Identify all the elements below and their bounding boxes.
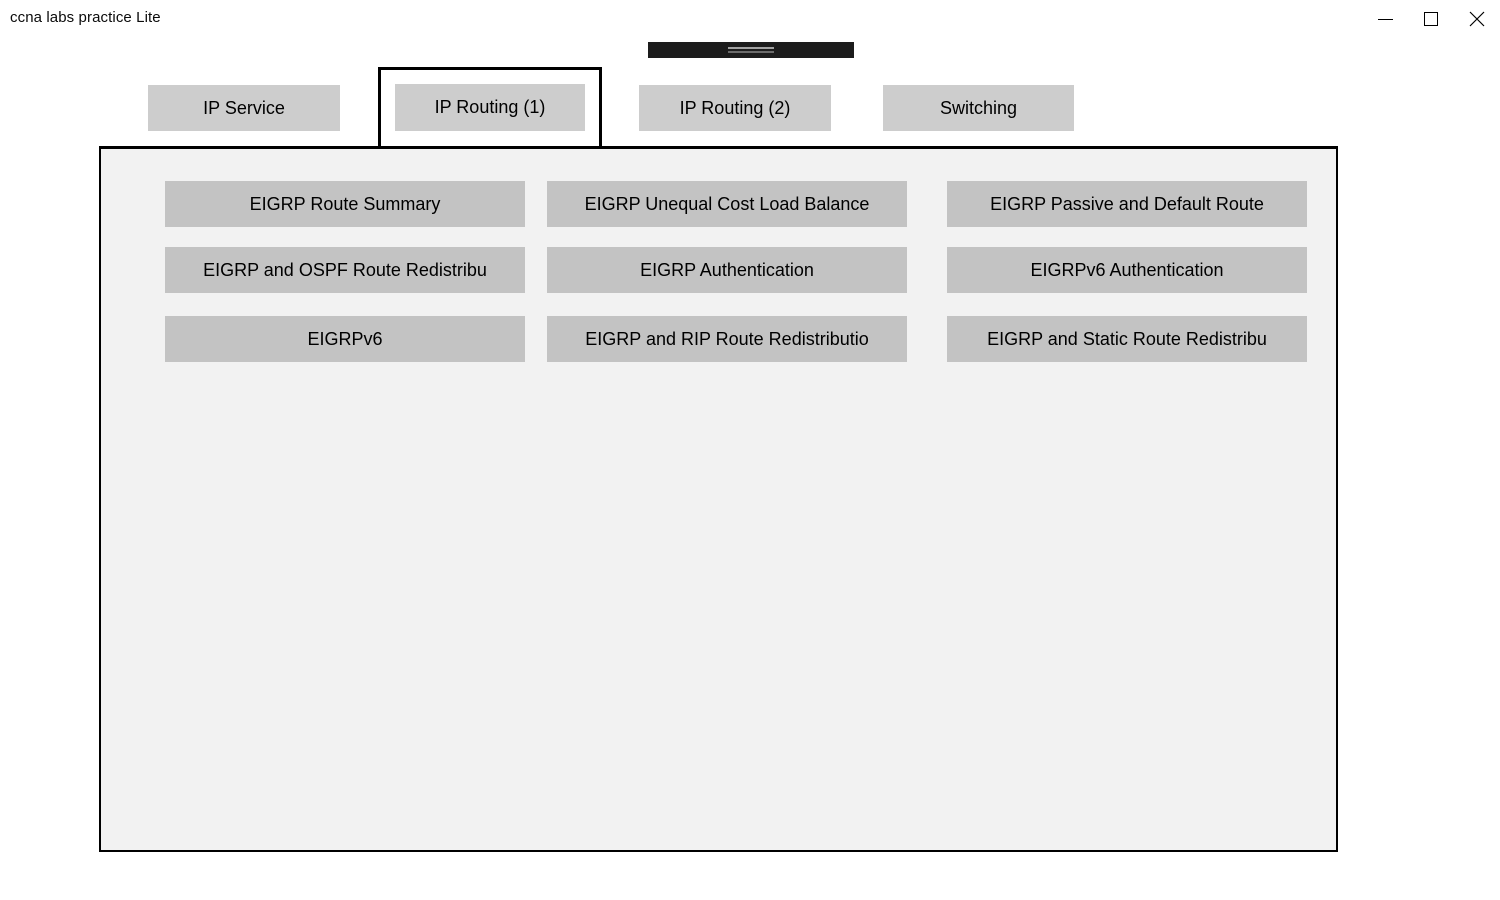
lab-button-eigrp-unequal-cost-load-balance[interactable]: EIGRP Unequal Cost Load Balance	[547, 181, 907, 227]
selected-tab-outline: IP Routing (1)	[378, 67, 602, 149]
tab-ip-routing-2[interactable]: IP Routing (2)	[639, 85, 831, 131]
lab-button-eigrp-passive-and-default-route[interactable]: EIGRP Passive and Default Route	[947, 181, 1307, 227]
overlay-dark-bar[interactable]	[648, 42, 854, 58]
close-icon	[1469, 11, 1485, 27]
grip-lines-icon	[728, 47, 774, 53]
tab-switching[interactable]: Switching	[883, 85, 1074, 131]
maximize-icon	[1424, 12, 1438, 26]
lab-button-eigrp-and-static-route-redistribution[interactable]: EIGRP and Static Route Redistribu	[947, 316, 1307, 362]
window-title: ccna labs practice Lite	[10, 9, 161, 26]
maximize-button[interactable]	[1408, 0, 1454, 38]
lab-button-eigrpv6-authentication[interactable]: EIGRPv6 Authentication	[947, 247, 1307, 293]
tab-ip-service[interactable]: IP Service	[148, 85, 340, 131]
close-button[interactable]	[1454, 0, 1500, 38]
lab-button-eigrpv6[interactable]: EIGRPv6	[165, 316, 525, 362]
minimize-button[interactable]	[1362, 0, 1408, 38]
window-controls	[1362, 0, 1500, 38]
lab-button-eigrp-and-ospf-route-redistribution[interactable]: EIGRP and OSPF Route Redistribu	[165, 247, 525, 293]
lab-button-eigrp-authentication[interactable]: EIGRP Authentication	[547, 247, 907, 293]
minimize-icon	[1377, 18, 1393, 20]
lab-button-eigrp-route-summary[interactable]: EIGRP Route Summary	[165, 181, 525, 227]
lab-button-eigrp-and-rip-route-redistribution[interactable]: EIGRP and RIP Route Redistributio	[547, 316, 907, 362]
tab-ip-routing-1[interactable]: IP Routing (1)	[395, 84, 585, 131]
